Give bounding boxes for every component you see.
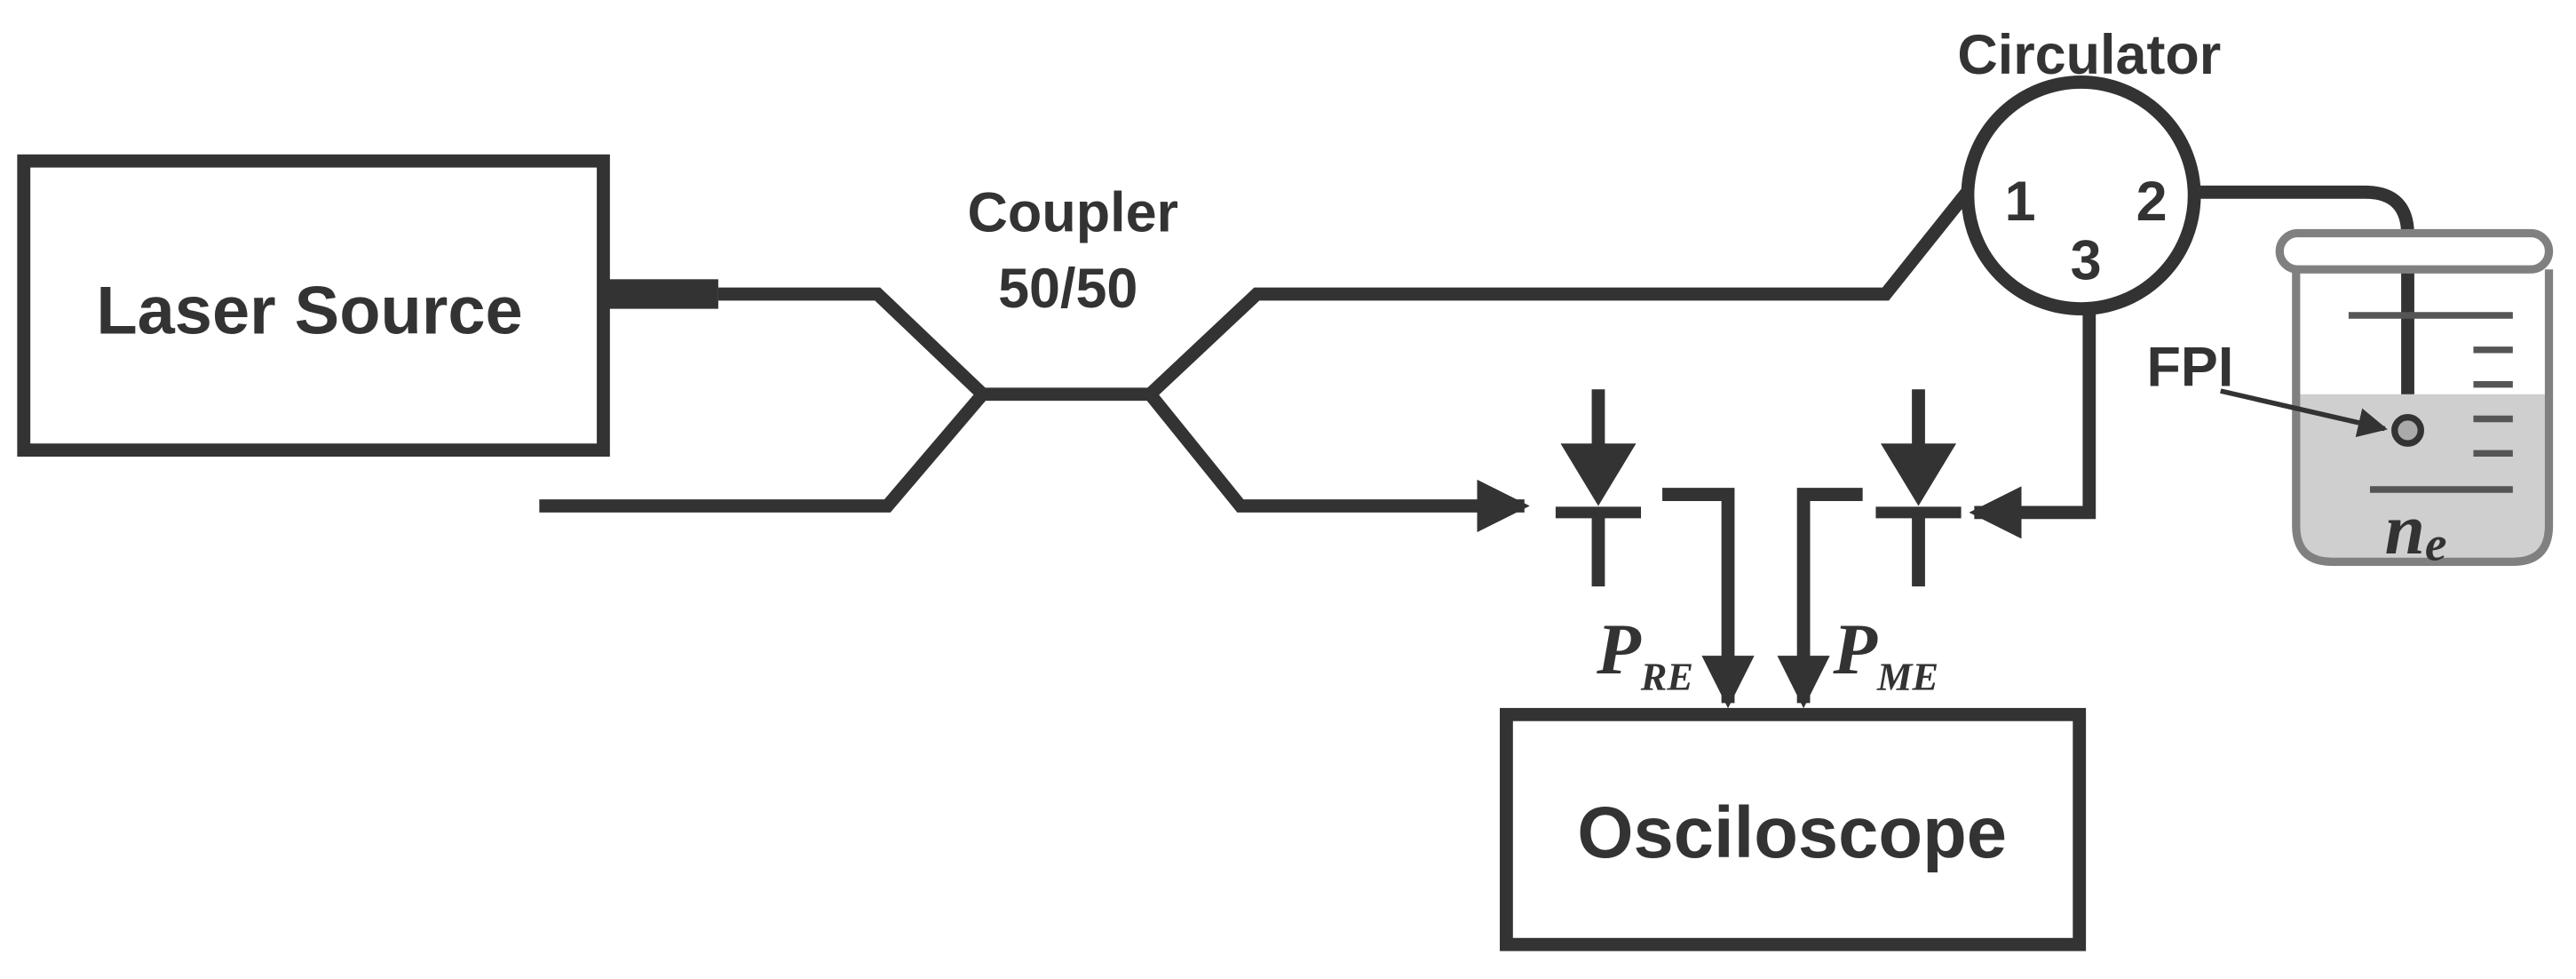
p-me-symbol: P	[1832, 609, 1878, 689]
laser-output-connector	[603, 279, 718, 309]
oscilloscope: Osciloscope	[1500, 707, 2087, 951]
refractive-index-symbol: n	[2385, 490, 2425, 569]
coupler: Coupler 50/50	[539, 182, 1977, 533]
pd-ref-diode-triangle	[1560, 443, 1637, 506]
p-me-subscript: ME	[1876, 655, 1938, 699]
fpi-pointer-arrow	[2220, 388, 2388, 438]
p-re-label: PRE	[1596, 609, 1693, 698]
laser-source: Laser Source	[17, 154, 718, 458]
circulator-port-3: 3	[2071, 229, 2102, 291]
coupler-label: Coupler	[968, 182, 1178, 244]
fpi-sensor-tip	[2391, 413, 2425, 447]
oscilloscope-box	[1500, 707, 2087, 951]
beaker: FPI ne	[2147, 228, 2554, 571]
circulator-port-1: 1	[2005, 171, 2036, 233]
fpi-label: FPI	[2147, 337, 2234, 399]
pd-ref-signal-line	[1662, 488, 1755, 709]
coupler-ratio-label: 50/50	[998, 258, 1137, 320]
coupler-output-fiber-bottom	[1145, 390, 1530, 533]
beaker-rim	[2275, 228, 2554, 274]
oscilloscope-label: Osciloscope	[1577, 792, 2007, 873]
coupler-input-fiber-top	[717, 287, 987, 400]
p-me-label: PME	[1832, 609, 1938, 698]
circulator-port-2: 2	[2136, 171, 2168, 233]
circulator-port3-fiber	[1969, 308, 2096, 539]
p-re-subscript: RE	[1640, 655, 1693, 699]
refractive-index-subscript: e	[2425, 517, 2447, 571]
photodetector-measurement: PME	[1777, 389, 1962, 709]
p-re-symbol: P	[1596, 609, 1642, 689]
coupler-output-fiber-top	[1145, 183, 1977, 400]
coupler-input-fiber-bottom	[539, 389, 988, 513]
beaker-body	[2292, 269, 2554, 566]
beaker-graduation-marks	[2348, 312, 2513, 493]
laser-source-label: Laser Source	[96, 273, 522, 348]
pd-me-diode-triangle	[1880, 443, 1957, 506]
refractive-index-label: ne	[2385, 490, 2447, 570]
pd-me-signal-line	[1777, 488, 1863, 709]
photodetector-reference: PRE	[1555, 389, 1755, 709]
